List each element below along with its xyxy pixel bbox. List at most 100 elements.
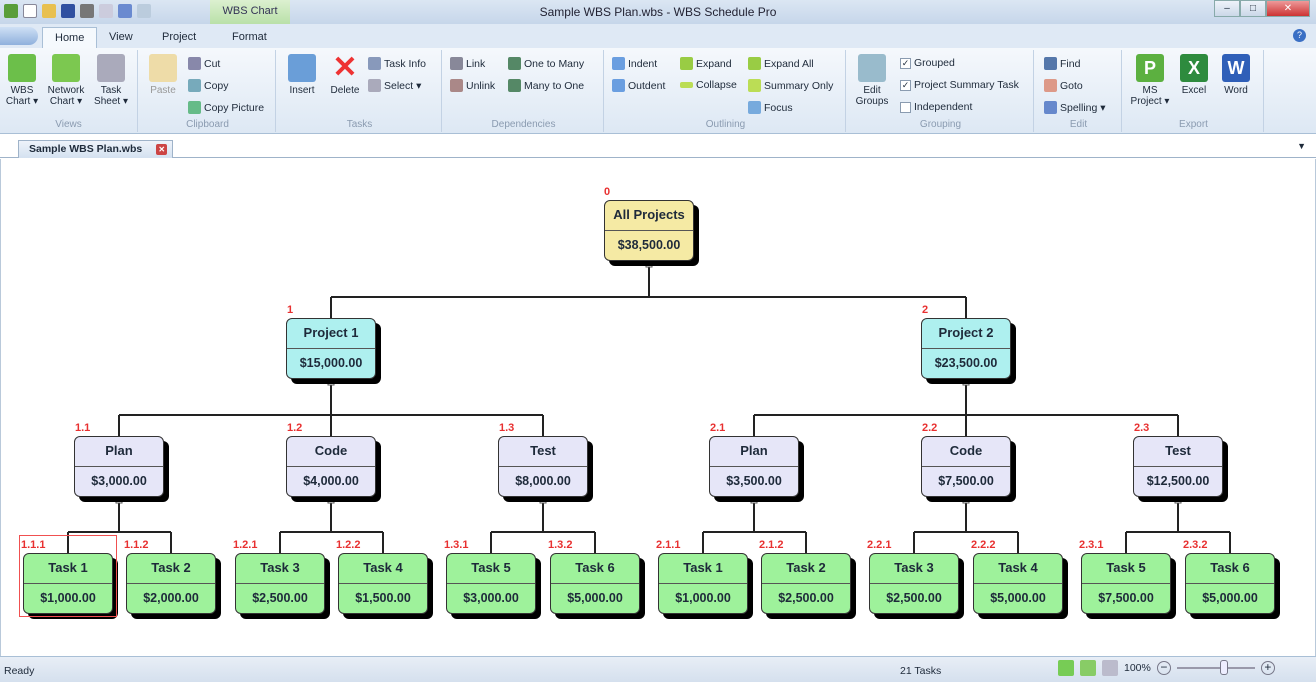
wbs-node[interactable]: Task 3$2,500.00 xyxy=(869,553,959,614)
wbs-node[interactable]: Task 5$3,000.00 xyxy=(446,553,536,614)
wbs-node[interactable]: Task 4$5,000.00 xyxy=(973,553,1063,614)
wbs-node[interactable]: Plan$3,500.00 xyxy=(709,436,799,497)
wbs-node[interactable]: Code$7,500.00 xyxy=(921,436,1011,497)
network-chart-button[interactable]: Network Chart ▾ xyxy=(42,54,90,107)
minimize-button[interactable]: – xyxy=(1214,0,1240,17)
print-icon[interactable] xyxy=(80,4,94,18)
save-icon[interactable] xyxy=(61,4,75,18)
help-icon[interactable]: ? xyxy=(1293,29,1306,42)
unlink-icon xyxy=(450,79,463,92)
wbs-node[interactable]: Task 5$7,500.00 xyxy=(1081,553,1171,614)
wbs-node[interactable]: Plan$3,000.00 xyxy=(74,436,164,497)
summary-only-button[interactable]: Summary Only xyxy=(748,79,833,92)
delete-button[interactable]: ✕Delete xyxy=(330,51,360,97)
document-tab[interactable]: Sample WBS Plan.wbs✕ xyxy=(18,140,174,158)
many-to-one-button[interactable]: Many to One xyxy=(508,79,584,92)
collapse-button[interactable]: Collapse xyxy=(680,79,737,91)
open-icon[interactable] xyxy=(42,4,56,18)
redo-icon[interactable] xyxy=(137,4,151,18)
find-button[interactable]: Find xyxy=(1044,57,1080,70)
outdent-button[interactable]: Outdent xyxy=(612,79,665,92)
tab-home[interactable]: Home xyxy=(42,27,98,48)
group-views: WBS Chart ▾ Network Chart ▾ Task Sheet ▾… xyxy=(0,50,138,132)
cut-button[interactable]: Cut xyxy=(188,57,220,70)
summary-only-icon xyxy=(748,79,761,92)
wbs-node[interactable]: Task 2$2,000.00 xyxy=(126,553,216,614)
node-name: Task 4 xyxy=(339,554,427,584)
expand-button[interactable]: Expand xyxy=(680,57,732,70)
network-view-icon[interactable] xyxy=(1080,660,1096,676)
one-to-many-button[interactable]: One to Many xyxy=(508,57,584,70)
copy-button[interactable]: Copy xyxy=(188,79,229,92)
insert-button[interactable]: Insert xyxy=(284,54,320,96)
undo-icon[interactable] xyxy=(118,4,132,18)
unlink-button[interactable]: Unlink xyxy=(450,79,495,92)
zoom-slider-thumb[interactable] xyxy=(1219,660,1228,675)
wbs-number: 1 xyxy=(287,304,294,316)
new-icon[interactable] xyxy=(23,4,37,18)
tab-list-dropdown-icon[interactable]: ▼ xyxy=(1297,141,1306,151)
project-summary-task-checkbox[interactable]: ✓Project Summary Task xyxy=(900,79,1019,91)
focus-button[interactable]: Focus xyxy=(748,101,793,114)
sheet-view-icon[interactable] xyxy=(1102,660,1118,676)
wbs-view-icon[interactable] xyxy=(1058,660,1074,676)
checkbox[interactable]: ✓ xyxy=(900,57,911,69)
collapse-handle xyxy=(1174,497,1182,504)
wbs-node[interactable]: Project 2$23,500.00 xyxy=(921,318,1011,379)
checkbox[interactable] xyxy=(900,101,911,113)
wbs-node[interactable]: All Projects$38,500.00 xyxy=(604,200,694,261)
select-button[interactable]: Select ▾ xyxy=(368,79,421,92)
edit-groups-button[interactable]: Edit Groups xyxy=(852,54,892,107)
checkbox[interactable]: ✓ xyxy=(900,79,911,91)
link-button[interactable]: Link xyxy=(450,57,485,70)
zoom-level: 100% xyxy=(1124,662,1151,674)
maximize-button[interactable]: □ xyxy=(1240,0,1266,17)
zoom-in-icon[interactable]: + xyxy=(1260,661,1275,675)
context-tab-wbs-chart: WBS Chart xyxy=(210,0,290,24)
wbs-node[interactable]: Test$8,000.00 xyxy=(498,436,588,497)
node-name: Project 1 xyxy=(287,319,375,349)
collapse-handle xyxy=(645,261,653,268)
expand-all-button[interactable]: Expand All xyxy=(748,57,814,70)
wbs-node[interactable]: Task 6$5,000.00 xyxy=(550,553,640,614)
wbs-node[interactable]: Task 4$1,500.00 xyxy=(338,553,428,614)
copy-picture-icon xyxy=(188,101,201,114)
wbs-node[interactable]: Code$4,000.00 xyxy=(286,436,376,497)
wbs-node[interactable]: Project 1$15,000.00 xyxy=(286,318,376,379)
wbs-node[interactable]: Task 3$2,500.00 xyxy=(235,553,325,614)
grouped-checkbox[interactable]: ✓Grouped xyxy=(900,57,955,69)
wbs-number: 1.2.2 xyxy=(336,539,361,551)
print-preview-icon[interactable] xyxy=(99,4,113,18)
copy-picture-button[interactable]: Copy Picture xyxy=(188,101,264,114)
wbs-node[interactable]: Task 2$2,500.00 xyxy=(761,553,851,614)
wbs-number: 1.2 xyxy=(287,422,303,434)
close-button[interactable]: ✕ xyxy=(1266,0,1310,17)
paste-button[interactable]: Paste xyxy=(146,54,180,96)
node-cost: $3,500.00 xyxy=(726,474,782,488)
group-label: Tasks xyxy=(346,119,373,130)
independent-checkbox[interactable]: Independent xyxy=(900,101,972,113)
wbs-node[interactable]: Task 6$5,000.00 xyxy=(1185,553,1275,614)
tab-format[interactable]: Format xyxy=(232,31,267,43)
node-name: Code xyxy=(922,437,1010,467)
wbs-node[interactable]: Task 1$1,000.00 xyxy=(23,553,113,614)
close-document-icon[interactable]: ✕ xyxy=(156,144,168,155)
spelling-button[interactable]: Spelling ▾ xyxy=(1044,101,1106,114)
goto-button[interactable]: Goto xyxy=(1044,79,1083,92)
binoculars-icon xyxy=(1044,57,1057,70)
tab-view[interactable]: View xyxy=(109,31,133,43)
task-info-button[interactable]: Task Info xyxy=(368,57,426,70)
wbs-chart-button[interactable]: WBS Chart ▾ xyxy=(4,54,40,107)
wbs-node[interactable]: Test$12,500.00 xyxy=(1133,436,1223,497)
zoom-out-icon[interactable]: − xyxy=(1156,661,1171,675)
tab-project[interactable]: Project xyxy=(162,31,197,43)
application-menu-button[interactable] xyxy=(0,27,38,45)
task-sheet-button[interactable]: Task Sheet ▾ xyxy=(92,54,130,107)
wbs-node[interactable]: Task 1$1,000.00 xyxy=(658,553,748,614)
indent-button[interactable]: Indent xyxy=(612,57,657,70)
zoom-slider[interactable] xyxy=(1176,660,1255,675)
